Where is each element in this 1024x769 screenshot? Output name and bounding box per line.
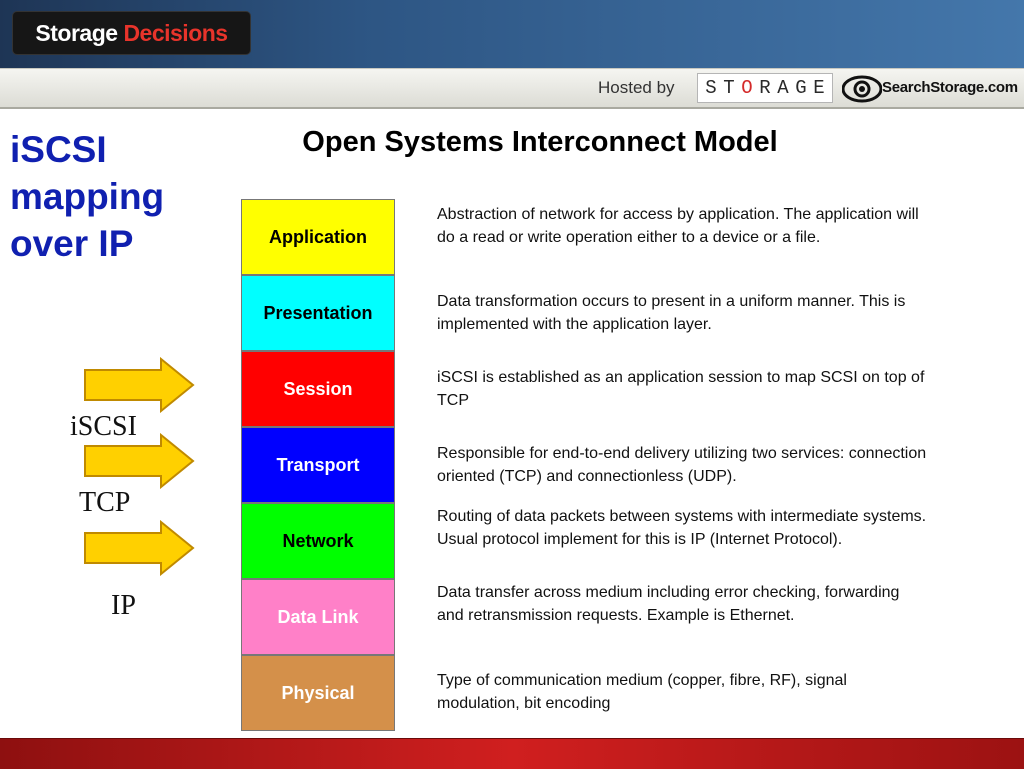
side-title: iSCSI mapping over IP [10,129,165,264]
logo-word-storage: Storage [35,20,118,46]
layer-application: Application [241,199,395,275]
storage-letter: G [795,77,807,99]
hosted-by-bar: Hosted by S T O R A G E SearchStorage.co… [0,68,1024,109]
storage-letter: R [759,77,771,99]
protocol-label-tcp: TCP [79,487,131,518]
layer-description-network: Routing of data packets between systems … [437,508,927,548]
layer-description-application: Abstraction of network for access by app… [437,206,919,246]
layer-data-link: Data Link [241,579,395,655]
layer-description-presentation: Data transformation occurs to present in… [437,293,906,333]
storage-letter: E [813,77,825,99]
eye-icon [842,75,882,103]
layer-description-data-link: Data transfer across medium including er… [437,584,900,624]
footer-bar [0,738,1024,769]
layer-network: Network [241,503,395,579]
searchstorage-logo-text: SearchStorage.com [882,79,1018,96]
storage-magazine-logo: S T O R A G E [697,73,833,103]
storage-letter: A [777,77,789,99]
tcp-arrow-icon [84,433,195,489]
layer-description-physical: Type of communication medium (copper, fi… [437,672,847,712]
protocol-label-iscsi: iSCSI [70,411,137,442]
protocol-label-ip: IP [111,590,136,621]
layer-description-session: iSCSI is established as an application s… [437,369,925,409]
header-banner: Storage Decisions [0,0,1024,68]
layer-transport: Transport [241,427,395,503]
layer-presentation: Presentation [241,275,395,351]
ip-arrow-icon [84,520,195,576]
layer-description-transport: Responsible for end-to-end delivery util… [437,445,927,485]
layer-physical: Physical [241,655,395,731]
iscsi-arrow-icon [84,357,195,413]
layer-session: Session [241,351,395,427]
hosted-by-label: Hosted by [598,78,675,97]
storage-letter: O [741,77,753,99]
storage-decisions-logo: Storage Decisions [13,12,250,54]
logo-word-decisions: Decisions [123,20,228,46]
storage-letter: T [723,77,735,99]
storage-letter: S [705,77,717,99]
slide-title: Open Systems Interconnect Model [302,126,778,158]
